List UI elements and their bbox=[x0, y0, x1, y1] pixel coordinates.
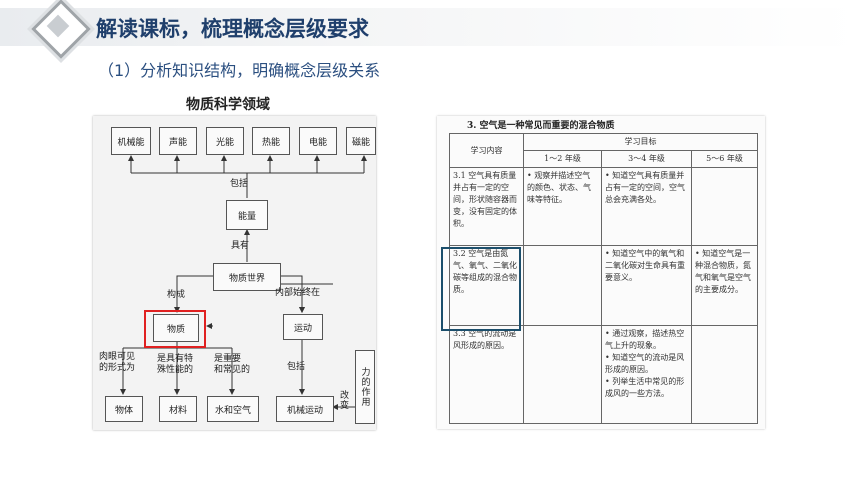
header-bar: 解读课标，梳理概念层级要求 bbox=[0, 0, 860, 59]
label-special: 是具有特 殊性能的 bbox=[157, 354, 194, 375]
table-row: 3.1 空气具有质量并占有一定的空间，形状随容器而变，没有固定的体积。 • 观察… bbox=[449, 167, 758, 246]
cell-g56 bbox=[691, 167, 758, 246]
cell-content: 3.2 空气是由氮气、氧气、二氧化碳等组成的混合物质。 bbox=[449, 245, 524, 326]
material-world-node: 物质世界 bbox=[213, 263, 281, 291]
header-goals: 学习目标 bbox=[523, 133, 758, 151]
cell-g12: • 观察并描述空气的颜色、状态、气味等特征。 bbox=[523, 167, 602, 246]
page-subtitle: （1）分析知识结构，明确概念层级关系 bbox=[98, 61, 381, 80]
label-visible: 肉眼可见 的形式为 bbox=[99, 352, 136, 373]
material-node: 材料 bbox=[159, 396, 197, 422]
standards-table-panel: 3. 空气是一种常见而重要的混合物质 学习内容 学习目标 1～2 年级 3～4 … bbox=[437, 116, 765, 429]
header-g12: 1～2 年级 bbox=[523, 150, 602, 168]
object-node: 物体 bbox=[105, 396, 143, 422]
cell-content: 3.3 空气的流动是风形成的原因。 bbox=[449, 325, 524, 424]
concept-map: 机械能 声能 光能 热能 电能 磁能 包括 能量 具有 物质世界 构成 内部始终… bbox=[93, 116, 376, 430]
label-important: 是重要 和常见的 bbox=[214, 354, 251, 375]
header-g56: 5～6 年级 bbox=[691, 150, 758, 168]
matter-highlight bbox=[144, 310, 206, 348]
cell-g56 bbox=[691, 325, 758, 424]
page-title: 解读课标，梳理概念层级要求 bbox=[96, 17, 369, 41]
cell-g34: • 知道空气具有质量并占有一定的空间，空气总会充满各处。 bbox=[601, 167, 692, 246]
water-air-node: 水和空气 bbox=[207, 396, 259, 422]
energy-node-3: 热能 bbox=[252, 127, 290, 155]
header-g34: 3～4 年级 bbox=[601, 150, 692, 168]
header-band bbox=[0, 8, 860, 46]
energy-node-0: 机械能 bbox=[111, 127, 151, 155]
cell-g12 bbox=[523, 325, 602, 424]
label-include-bottom: 包括 bbox=[287, 362, 306, 372]
force-node: 力的作用 bbox=[355, 350, 375, 424]
header-content: 学习内容 bbox=[449, 133, 524, 168]
standards-table: 学习内容 学习目标 1～2 年级 3～4 年级 5～6 年级 3.1 空气具有质… bbox=[449, 133, 758, 424]
matter-node: 物质 bbox=[153, 314, 199, 342]
label-compose: 构成 bbox=[167, 290, 186, 300]
mech-motion-node: 机械运动 bbox=[276, 396, 334, 422]
row-highlight-box bbox=[441, 247, 521, 331]
cell-g56: • 知道空气是一种混合物质，氮气和氧气是空气的主要成分。 bbox=[691, 245, 758, 326]
cell-g12 bbox=[523, 245, 602, 326]
motion-node: 运动 bbox=[283, 314, 323, 340]
energy-node-4: 电能 bbox=[299, 127, 337, 155]
cell-g34: • 通过观察，描述热空气上升的现象。 • 知道空气的流动是风形成的原因。 • 列… bbox=[601, 325, 692, 424]
table-row: 3.3 空气的流动是风形成的原因。 • 通过观察，描述热空气上升的现象。 • 知… bbox=[449, 325, 758, 424]
concept-map-arrows bbox=[120, 155, 367, 410]
label-inherent: 内部始终在 bbox=[275, 288, 321, 298]
energy-node: 能量 bbox=[226, 200, 268, 230]
table-row: 3.2 空气是由氮气、氧气、二氧化碳等组成的混合物质。 • 知道空气中的氧气和二… bbox=[449, 245, 758, 326]
energy-node-1: 声能 bbox=[159, 127, 197, 155]
energy-node-2: 光能 bbox=[206, 127, 244, 155]
table-title: 3. 空气是一种常见而重要的混合物质 bbox=[467, 121, 615, 131]
label-have: 具有 bbox=[231, 241, 250, 251]
energy-node-5: 磁能 bbox=[346, 127, 376, 155]
label-include-top: 包括 bbox=[230, 179, 249, 189]
section-label: 物质科学领域 bbox=[186, 97, 270, 113]
cell-content: 3.1 空气具有质量并占有一定的空间，形状随容器而变，没有固定的体积。 bbox=[449, 167, 524, 246]
cell-g34: • 知道空气中的氧气和二氧化碳对生命具有重要意义。 bbox=[601, 245, 692, 326]
label-change: 改变 bbox=[338, 390, 348, 410]
